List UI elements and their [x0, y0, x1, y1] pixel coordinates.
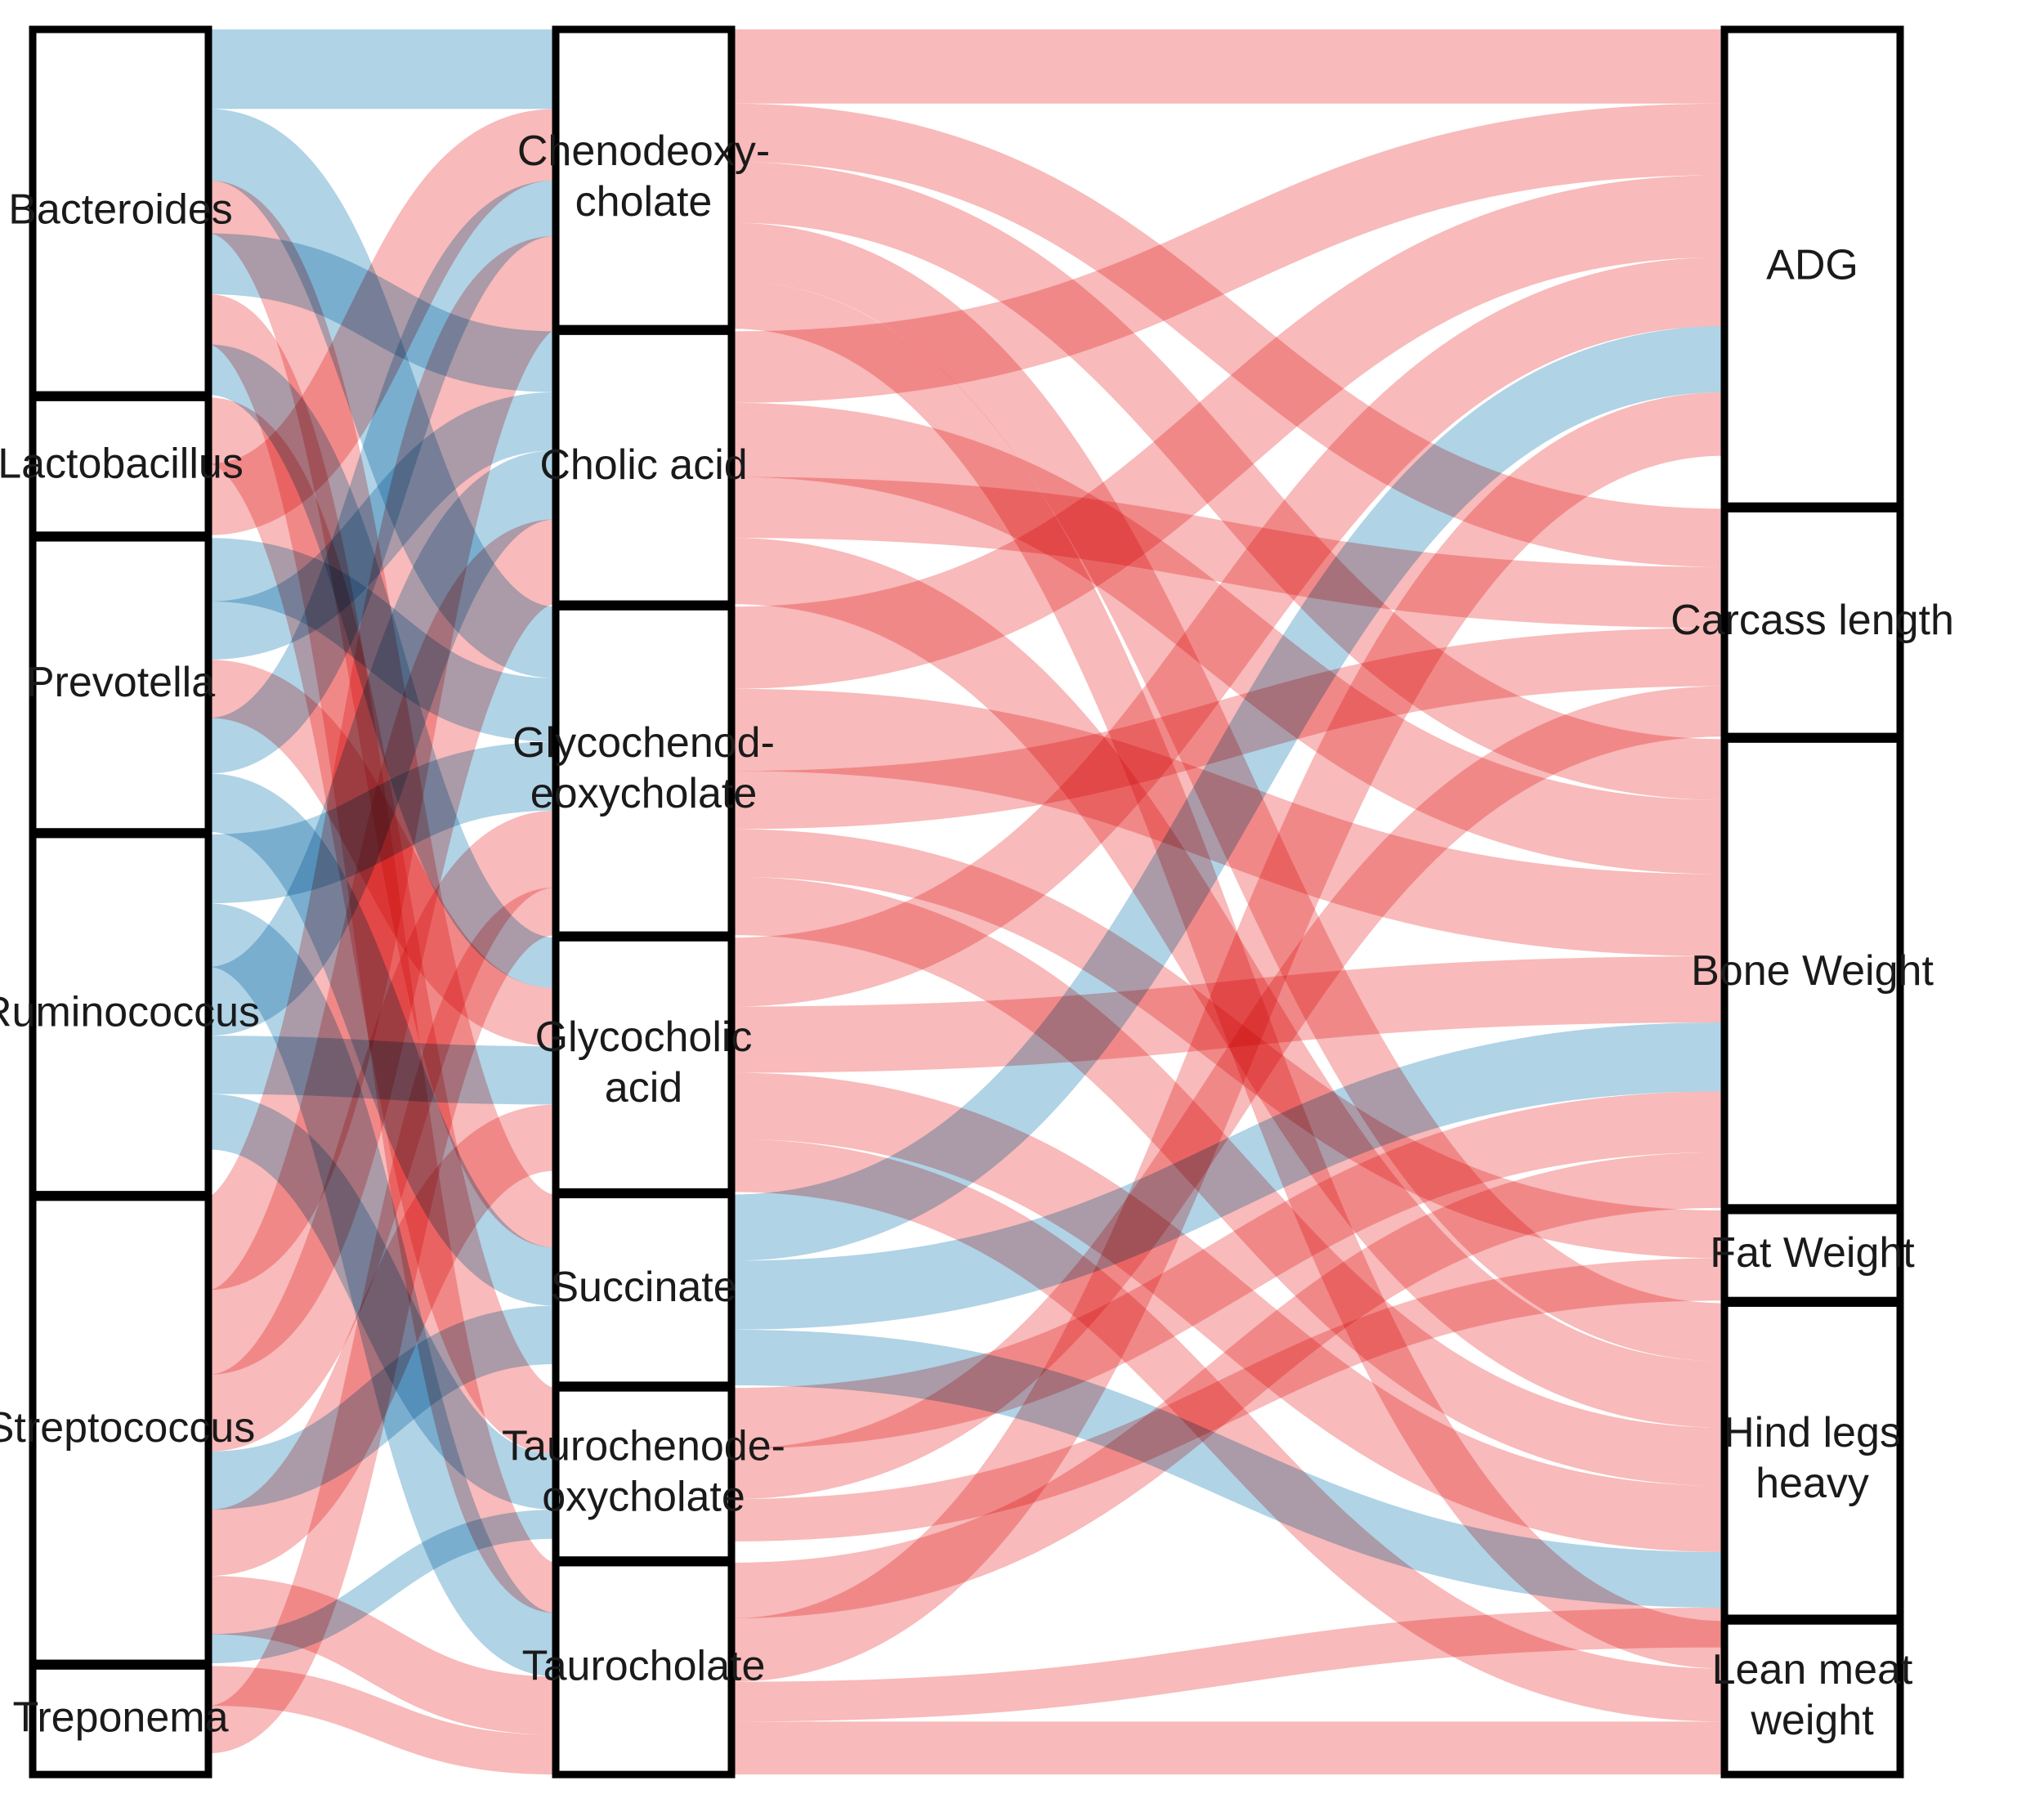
sankey-node-label-carcass: Carcass length [1671, 596, 1954, 643]
sankey-node-label-treponema: Treponema [13, 1693, 229, 1741]
sankey-link [731, 1329, 1725, 1608]
sankey-node-leanmeat[interactable] [1720, 1617, 1904, 1778]
sankey-node-succinate[interactable] [552, 1191, 736, 1389]
sankey-node-treponema[interactable] [29, 1662, 212, 1778]
sankey-link [208, 1510, 557, 1664]
sankey-node-label-ruminococcus: Ruminococcus [0, 988, 260, 1036]
sankey-link [731, 1022, 1725, 1330]
sankey-link [731, 1072, 1725, 1552]
sankey-node-adg[interactable] [1720, 25, 1904, 510]
sankey-node-streptococcus[interactable] [29, 1193, 212, 1667]
sankey-node-label-bacteroides: Bacteroides [8, 186, 233, 233]
sankey-node-label-tcdca: Taurochenode-oxycholate [502, 1422, 785, 1520]
sankey-node-tca[interactable] [552, 1559, 736, 1778]
sankey-node-bacteroides[interactable] [29, 25, 212, 399]
sankey-node-gcdca[interactable] [552, 602, 736, 939]
sankey-node-label-lactobacillus: Lactobacillus [0, 440, 244, 487]
sankey-node-hindlegs[interactable] [1720, 1299, 1904, 1622]
sankey-link [208, 1305, 557, 1510]
sankey-node-label-succinate: Succinate [550, 1264, 736, 1311]
sankey-node-label-cdca: Chenodeoxy-cholate [517, 128, 770, 226]
sankey-node-label-cholic: Cholic acid [539, 441, 747, 489]
sankey-node-label-tca: Taurocholate [522, 1642, 766, 1689]
sankey-link [731, 175, 1725, 689]
sankey-link [206, 180, 558, 774]
sankey-node-label-fat: Fat Weight [1710, 1229, 1915, 1277]
nodes-layer [29, 25, 1904, 1778]
sankey-node-lactobacillus[interactable] [29, 393, 212, 539]
sankey-link [205, 450, 559, 1036]
sankey-link [204, 810, 560, 1452]
sankey-link [731, 103, 1725, 403]
sankey-link [731, 391, 1725, 1682]
sankey-node-label-gcdca: Glycochenod-eoxycholate [512, 719, 775, 817]
sankey-link [731, 476, 1725, 629]
sankey-node-tcdca[interactable] [552, 1384, 736, 1564]
labels-layer: BacteroidesLactobacillusPrevotellaRumino… [0, 128, 1954, 1744]
links-layer [202, 29, 1725, 1775]
sankey-node-carcass[interactable] [1720, 504, 1904, 740]
sankey-node-prevotella[interactable] [29, 534, 212, 836]
sankey-link [731, 257, 1725, 1007]
sankey-link [731, 1608, 1725, 1722]
sankey-node-cholic[interactable] [552, 327, 736, 608]
sankey-link [208, 233, 557, 392]
sankey-node-label-bone: Bone Weight [1691, 947, 1934, 995]
sankey-link [208, 1576, 557, 1735]
sankey-node-fat[interactable] [1720, 1206, 1904, 1304]
sankey-link [207, 1094, 557, 1510]
sankey-node-label-streptococcus: Streptococcus [0, 1404, 255, 1452]
sankey-link [208, 1036, 557, 1105]
sankey-node-label-prevotella: Prevotella [26, 659, 215, 706]
sankey-node-gca[interactable] [552, 933, 736, 1196]
sankey-node-label-adg: ADG [1766, 241, 1858, 289]
sankey-link [731, 325, 1725, 1261]
